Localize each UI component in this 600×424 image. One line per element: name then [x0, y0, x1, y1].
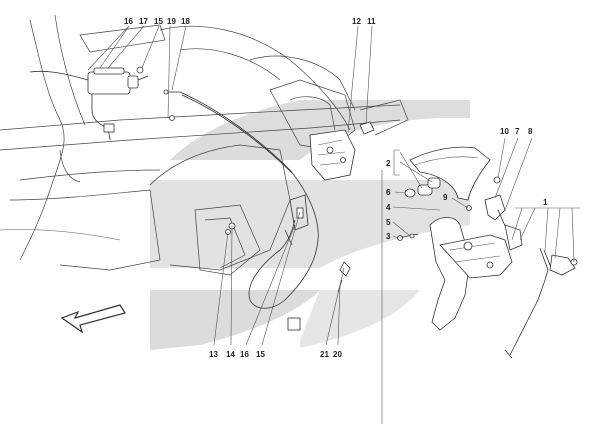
callout-1: 1: [543, 198, 548, 207]
callout-12: 12: [352, 17, 361, 26]
latch-mechanism: [429, 176, 523, 331]
callout-17: 17: [139, 17, 148, 26]
callout-16-bottom: 16: [240, 350, 249, 359]
callout-10: 10: [500, 127, 509, 136]
vehicle-body-outline: [0, 14, 409, 276]
callout-11: 11: [367, 17, 376, 26]
callout-15-bottom: 15: [256, 350, 265, 359]
screws: [397, 233, 419, 241]
callout-3: 3: [386, 232, 391, 241]
callout-18: 18: [181, 17, 190, 26]
callout-15-top: 15: [154, 17, 163, 26]
latch-cover: [409, 146, 491, 201]
callout-20: 20: [333, 350, 342, 359]
callout-4: 4: [386, 203, 391, 212]
callout-7: 7: [515, 127, 520, 136]
callout-9: 9: [443, 193, 448, 202]
callout-14: 14: [226, 350, 235, 359]
bushings: [404, 177, 472, 211]
direction-arrow: [60, 304, 126, 334]
callout-6: 6: [386, 188, 391, 197]
callout-leaders: [87, 25, 580, 346]
release-cable: [179, 91, 319, 309]
callout-5: 5: [386, 218, 391, 227]
callout-8: 8: [528, 127, 533, 136]
callout-21: 21: [320, 350, 329, 359]
support-rod: [504, 247, 578, 359]
callout-19: 19: [167, 17, 176, 26]
callout-2: 2: [386, 159, 391, 168]
hood-motor-assembly: [29, 66, 180, 141]
callout-13: 13: [209, 350, 218, 359]
callout-16-top: 16: [124, 17, 133, 26]
callout-labels: 16 17 15 19 18 12 11 10 7 8 2 6 9 4 5 3 …: [124, 17, 548, 359]
